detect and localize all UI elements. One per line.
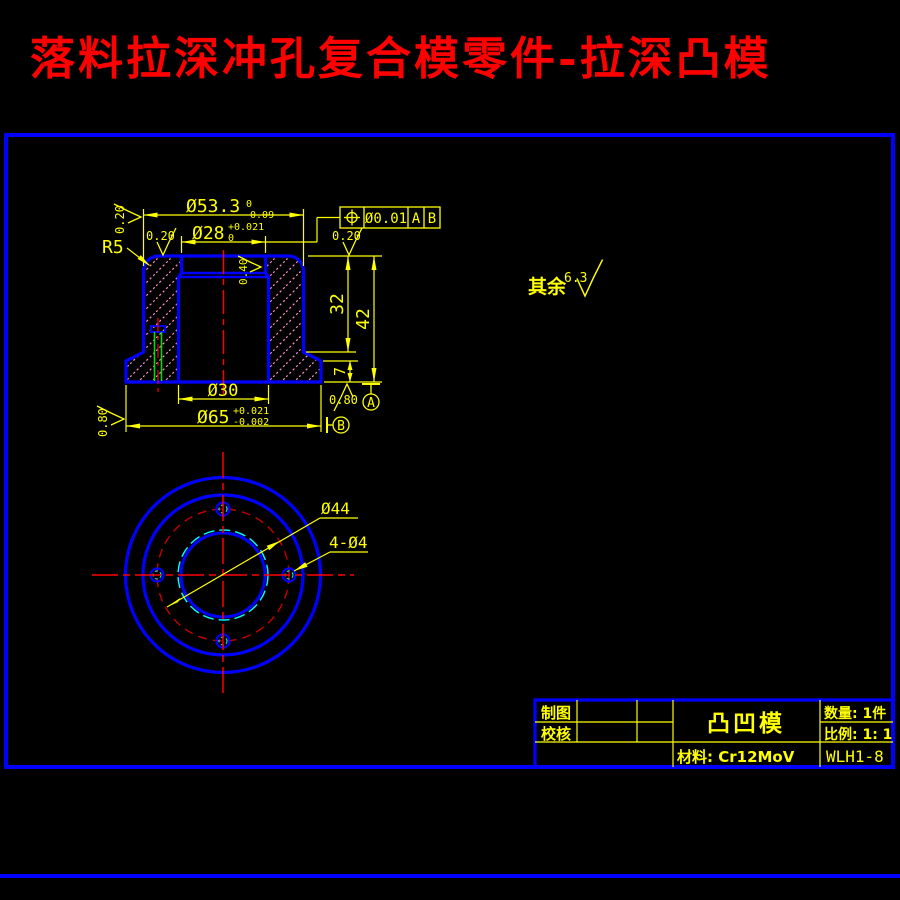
- plan-leaders: [166, 517, 368, 608]
- dim-r5: R5: [102, 237, 124, 258]
- page-title: 落料拉深冲孔复合模零件-拉深凸模: [30, 32, 772, 85]
- dim-d28-tol-upper: +0.021: [228, 222, 264, 233]
- dim-d65-tol-upper: +0.021: [233, 406, 269, 417]
- drawing-border: [0, 133, 900, 878]
- roughness-icon: [156, 227, 177, 257]
- bore-left-wall: [176, 256, 184, 382]
- part-outline: [124, 254, 323, 384]
- datum-b-label: B: [337, 419, 345, 434]
- datum-symbols: A B: [326, 383, 380, 434]
- dim-d533: Ø53.3: [186, 196, 240, 217]
- part-name: 凸凹模: [707, 711, 785, 737]
- quantity-value: 数量: 1件: [824, 705, 886, 722]
- general-roughness-note: 其余 6.3: [528, 259, 604, 298]
- dim-h32: 32: [327, 293, 348, 315]
- gdt-datum-2: B: [428, 211, 436, 227]
- checked-label: 校核: [541, 725, 571, 743]
- title-block: 制图 校核 凸凹模 材料: Cr12MoV 数量: 1件 比例: 1: 1 WL…: [533, 698, 895, 769]
- dim-d30: Ø30: [208, 381, 239, 401]
- front-view-dimensions: [125, 209, 382, 432]
- roughness-icon: [333, 382, 354, 412]
- plan-view: Ø44 4-Ø4: [92, 452, 368, 698]
- plan-leader-arrows: [167, 541, 308, 607]
- dim-d28-tol-lower: 0: [228, 233, 234, 244]
- scale-value: 比例: 1: 1: [824, 726, 892, 743]
- general-roughness-value: 6.3: [564, 271, 587, 286]
- bore-right-wall: [263, 256, 271, 382]
- datum-a-label: A: [367, 396, 375, 411]
- dim-h7: 7: [331, 367, 349, 376]
- front-section-view: [124, 250, 323, 397]
- dim-d533-tol-lower: -0.09: [244, 210, 274, 221]
- roughness-icon: [342, 227, 363, 257]
- vent-hole: [150, 318, 166, 394]
- roughness-icon: [576, 259, 604, 298]
- dim-h42: 42: [353, 308, 374, 330]
- material-value: 材料: Cr12MoV: [677, 748, 795, 766]
- roughness-marks: 0.20 0.20 0.20 0.40 0.80 0.80: [96, 203, 363, 437]
- dim-d533-tol-upper: 0: [246, 199, 252, 210]
- roughness-value: 0.20: [332, 229, 361, 243]
- dim-d65-tol-lower: -0.002: [233, 417, 269, 428]
- datum-a-symbol: A: [362, 383, 380, 411]
- gdt-frame: Ø0.01 A B: [339, 206, 441, 229]
- dim-holes: 4-Ø4: [329, 533, 368, 552]
- roughness-icon: [96, 405, 126, 426]
- drawn-label: 制图: [541, 704, 571, 722]
- roughness-icon: [237, 255, 263, 273]
- roughness-value: 0.20: [113, 205, 127, 234]
- roughness-value: 0.80: [96, 408, 110, 437]
- datum-b-symbol: B: [326, 416, 350, 434]
- dimension-arrows: [126, 212, 377, 429]
- gdt-datum-1: A: [412, 211, 421, 227]
- roughness-value: 0.80: [329, 393, 358, 407]
- hatch-left: [126, 256, 182, 382]
- hatch-right: [265, 256, 321, 382]
- dim-d65: Ø65: [197, 407, 230, 428]
- gdt-tolerance: Ø0.01: [365, 211, 407, 227]
- dim-d44: Ø44: [321, 499, 350, 518]
- roughness-icon: [113, 203, 143, 224]
- dim-d28: Ø28: [192, 223, 225, 244]
- position-tolerance-icon: [344, 209, 360, 226]
- front-view-dim-text: Ø53.3 0 -0.09 Ø28 +0.021 0 R5 32 42 7 Ø3…: [102, 196, 374, 428]
- roughness-value: 0.40: [237, 259, 250, 286]
- drawing-number: WLH1-8: [826, 747, 884, 766]
- general-roughness-label: 其余: [528, 275, 567, 298]
- roughness-value: 0.20: [146, 229, 175, 243]
